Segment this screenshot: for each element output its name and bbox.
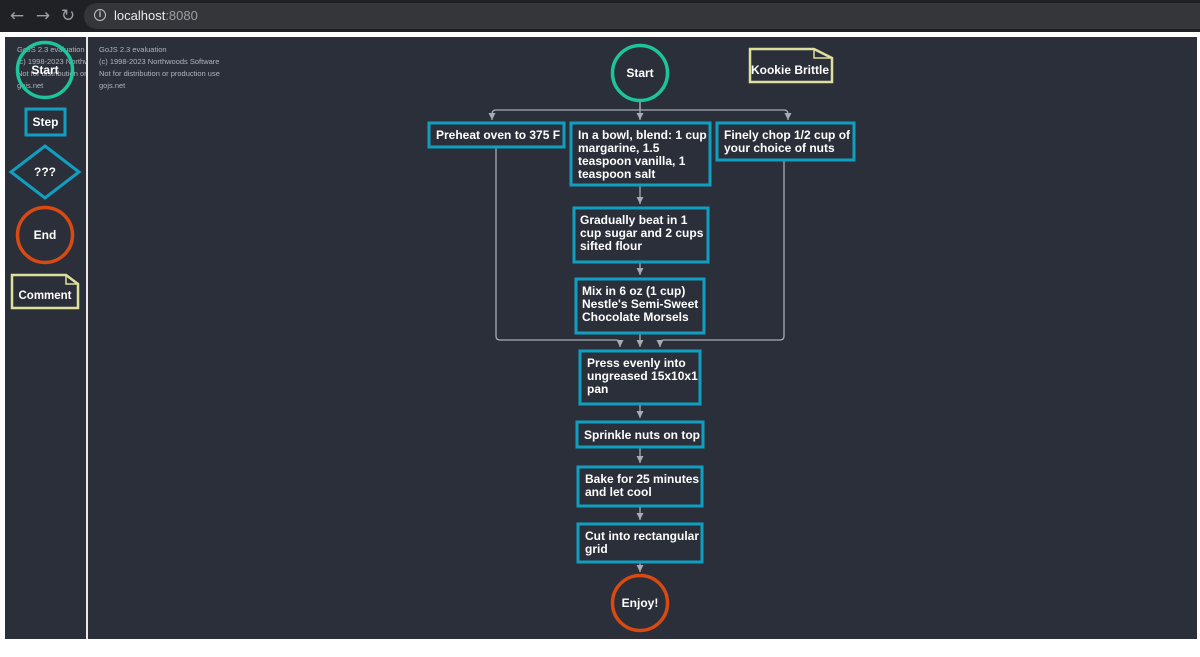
step-beat-text: Gradually beat in 1 cup sugar and 2 cups… <box>580 213 707 253</box>
start-node[interactable]: Start <box>610 43 670 103</box>
step-press-line: ungreased 15x10x1 <box>587 369 698 383</box>
end-label: Enjoy! <box>622 596 659 610</box>
browser-toolbar: ← → ↻ i localhost:8080 <box>0 0 1200 32</box>
palette-comment-label: Comment <box>18 290 71 302</box>
step-mix[interactable]: Mix in 6 oz (1 cup) Nestle's Semi-Sweet … <box>574 277 706 335</box>
step-beat[interactable]: Gradually beat in 1 cup sugar and 2 cups… <box>572 206 710 264</box>
step-blend[interactable]: In a bowl, blend: 1 cup margarine, 1.5 t… <box>569 121 712 187</box>
step-mix-text: Mix in 6 oz (1 cup) Nestle's Semi-Sweet … <box>582 284 702 324</box>
link-chop-press[interactable] <box>656 160 785 347</box>
palette-end-label: End <box>34 228 57 242</box>
palette-step-node[interactable]: Step <box>24 107 67 137</box>
step-blend-line: teaspoon salt <box>578 167 655 181</box>
palette-start-node[interactable]: Start <box>15 40 75 100</box>
link-start-preheat[interactable] <box>488 102 641 120</box>
end-node[interactable]: Enjoy! <box>610 573 670 633</box>
watermark-line: GoJS 2.3 evaluation <box>99 45 167 54</box>
step-chop-line: your choice of nuts <box>724 141 835 155</box>
gojs-canvas: GoJS 2.3 evaluation (c) 1998-2023 Northwo… <box>5 37 1197 639</box>
step-beat-line: sifted flour <box>580 239 642 253</box>
reload-icon[interactable]: ↻ <box>60 6 76 26</box>
step-preheat[interactable]: Preheat oven to 375 F <box>427 121 566 149</box>
step-press-text: Press evenly into ungreased 15x10x1 pan <box>587 356 701 396</box>
step-cut-line: grid <box>585 542 608 556</box>
watermark-line: Not for distribution or production use <box>17 69 87 78</box>
url-port: :8080 <box>165 8 198 23</box>
comment-label: Kookie Brittle <box>751 63 829 77</box>
step-mix-line: Chocolate Morsels <box>582 310 689 324</box>
watermark-line: (c) 1998-2023 Northwoods Software <box>99 57 220 66</box>
step-blend-line: In a bowl, blend: 1 cup <box>578 128 707 142</box>
node-palette[interactable]: GoJS 2.3 evaluation(c) 1998-2023 Northwo… <box>5 37 88 639</box>
flow-links <box>488 102 792 572</box>
site-info-icon[interactable]: i <box>94 9 106 21</box>
step-bake-line: and let cool <box>585 485 652 499</box>
step-chop-line: Finely chop 1/2 cup of <box>724 128 851 142</box>
step-beat-line: Gradually beat in 1 <box>580 213 688 227</box>
watermark-line: (c) 1998-2023 Northwoods Software <box>17 57 87 66</box>
step-cut-text: Cut into rectangular grid <box>585 529 702 556</box>
address-bar[interactable]: i localhost:8080 <box>84 3 1200 29</box>
flowchart-diagram[interactable]: GoJS 2.3 evaluation (c) 1998-2023 Northwo… <box>88 37 1197 639</box>
start-label: Start <box>626 66 653 80</box>
step-blend-line: margarine, 1.5 <box>578 141 660 155</box>
url-host: localhost <box>114 8 166 23</box>
step-bake[interactable]: Bake for 25 minutes and let cool <box>576 465 704 508</box>
palette-comment-node[interactable]: Comment <box>10 273 80 310</box>
step-chop[interactable]: Finely chop 1/2 cup of your choice of nu… <box>715 121 856 162</box>
watermark-line: gojs.net <box>17 81 44 90</box>
step-mix-line: Nestle's Semi-Sweet <box>582 297 698 311</box>
step-blend-text: In a bowl, blend: 1 cup margarine, 1.5 t… <box>578 128 710 181</box>
step-blend-line: teaspoon vanilla, 1 <box>578 154 686 168</box>
step-preheat-label: Preheat oven to 375 F <box>436 128 560 142</box>
forward-arrow-icon[interactable]: → <box>35 6 51 26</box>
step-press-line: pan <box>587 382 608 396</box>
comment-node[interactable]: Kookie Brittle <box>748 47 834 84</box>
back-arrow-icon[interactable]: ← <box>9 6 25 26</box>
url-text: localhost:8080 <box>114 8 198 23</box>
step-sprinkle-label: Sprinkle nuts on top <box>584 428 700 442</box>
step-bake-line: Bake for 25 minutes <box>585 472 699 486</box>
palette-end-node[interactable]: End <box>15 205 75 265</box>
link-preheat-press[interactable] <box>495 147 624 347</box>
link-start-chop[interactable] <box>640 109 792 120</box>
step-sprinkle[interactable]: Sprinkle nuts on top <box>575 420 705 449</box>
palette-step-label: Step <box>32 115 58 129</box>
diagram-watermark: GoJS 2.3 evaluation (c) 1998-2023 Northwo… <box>99 44 220 92</box>
watermark-line: Not for distribution or production use <box>99 69 220 78</box>
palette-start-label: Start <box>31 63 58 77</box>
palette-conditional-node[interactable]: ??? <box>8 144 82 200</box>
step-chop-text: Finely chop 1/2 cup of your choice of nu… <box>724 128 853 155</box>
step-cut-line: Cut into rectangular <box>585 529 699 543</box>
step-beat-line: cup sugar and 2 cups <box>580 226 704 240</box>
watermark-line: gojs.net <box>99 81 126 90</box>
palette-conditional-label: ??? <box>34 165 56 179</box>
palette-svg: Start Step ??? End Comment <box>8 40 82 310</box>
step-press-line: Press evenly into <box>587 356 686 370</box>
step-bake-text: Bake for 25 minutes and let cool <box>585 472 702 499</box>
flowchart-svg: Start Kookie Brittle Preheat oven to 375… <box>427 43 856 633</box>
step-press[interactable]: Press evenly into ungreased 15x10x1 pan <box>578 349 702 406</box>
step-mix-line: Mix in 6 oz (1 cup) <box>582 284 685 298</box>
step-cut[interactable]: Cut into rectangular grid <box>576 522 704 564</box>
